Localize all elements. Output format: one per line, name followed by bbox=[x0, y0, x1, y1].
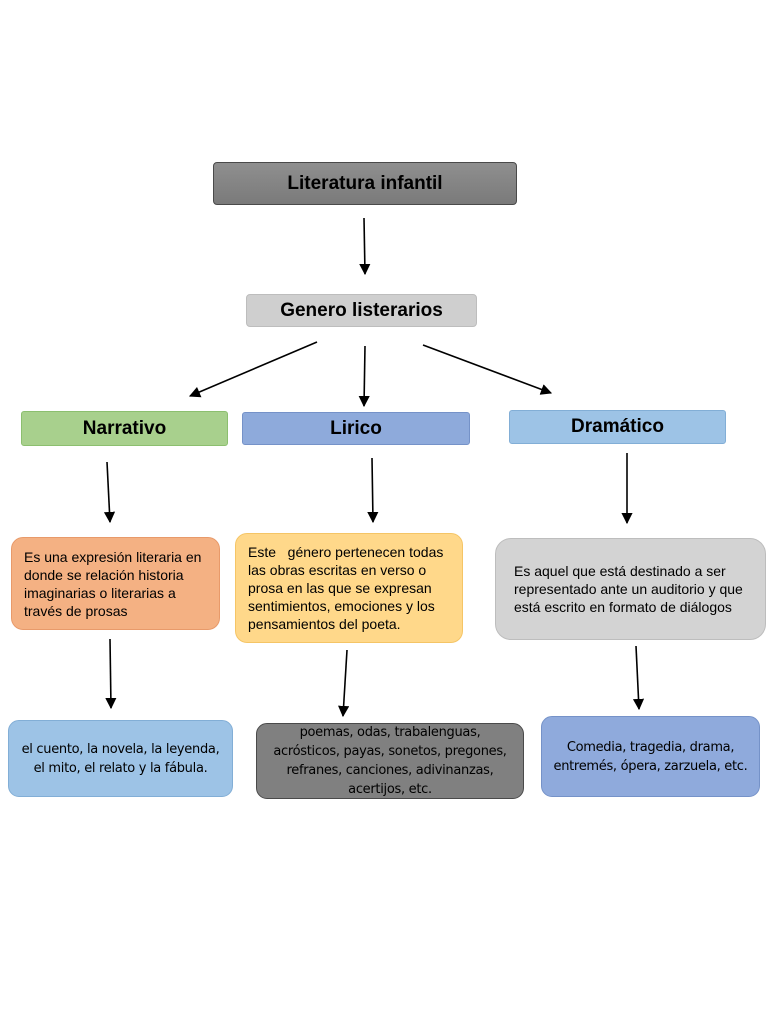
arrow-narrativo-to-description bbox=[103, 461, 116, 524]
category-narrativo-node: Narrativo bbox=[21, 411, 228, 446]
root-label: Literatura infantil bbox=[287, 172, 443, 194]
arrow-genres-to-lirico bbox=[358, 345, 370, 408]
arrow-genres-to-dramatico bbox=[422, 344, 553, 395]
arrow-root-to-genres bbox=[359, 217, 371, 276]
arrow-genres-to-narrativo bbox=[188, 341, 318, 398]
dramatico-description-text: Es aquel que está destinado a ser repres… bbox=[514, 563, 743, 615]
lirico-examples-node: poemas, odas, trabalenguas, acrósticos, … bbox=[256, 723, 524, 799]
category-dramatico-label: Dramático bbox=[571, 416, 664, 437]
genres-label: Genero listerarios bbox=[280, 299, 443, 321]
category-dramatico-node: Dramático bbox=[509, 410, 726, 444]
dramatico-examples-text: Comedia, tragedia, drama, entremés, óper… bbox=[553, 739, 748, 774]
narrativo-examples-text: el cuento, la novela, la leyenda, el mit… bbox=[21, 741, 220, 776]
dramatico-description-node: Es aquel que está destinado a ser repres… bbox=[495, 538, 766, 640]
narrativo-description-text: Es una expresión literaria en donde se r… bbox=[24, 548, 202, 619]
narrativo-examples-node: el cuento, la novela, la leyenda, el mit… bbox=[8, 720, 233, 797]
narrativo-description-node: Es una expresión literaria en donde se r… bbox=[11, 537, 220, 630]
arrow-lirico-to-description bbox=[367, 457, 379, 524]
arrow-narrativo-description-to-examples bbox=[105, 638, 117, 710]
arrow-dramatico-description-to-examples bbox=[632, 645, 645, 711]
lirico-description-node: Este género pertenecen todas las obras e… bbox=[235, 533, 463, 643]
dramatico-examples-node: Comedia, tragedia, drama, entremés, óper… bbox=[541, 716, 760, 797]
root-node: Literatura infantil bbox=[213, 162, 517, 205]
lirico-description-text: Este género pertenecen todas las obras e… bbox=[248, 544, 448, 632]
genres-node: Genero listerarios bbox=[246, 294, 477, 327]
category-lirico-node: Lirico bbox=[242, 412, 470, 445]
arrow-lirico-description-to-examples bbox=[338, 649, 350, 718]
category-lirico-label: Lirico bbox=[330, 417, 382, 439]
lirico-examples-text: poemas, odas, trabalenguas, acrósticos, … bbox=[273, 725, 507, 797]
category-narrativo-label: Narrativo bbox=[82, 417, 167, 439]
